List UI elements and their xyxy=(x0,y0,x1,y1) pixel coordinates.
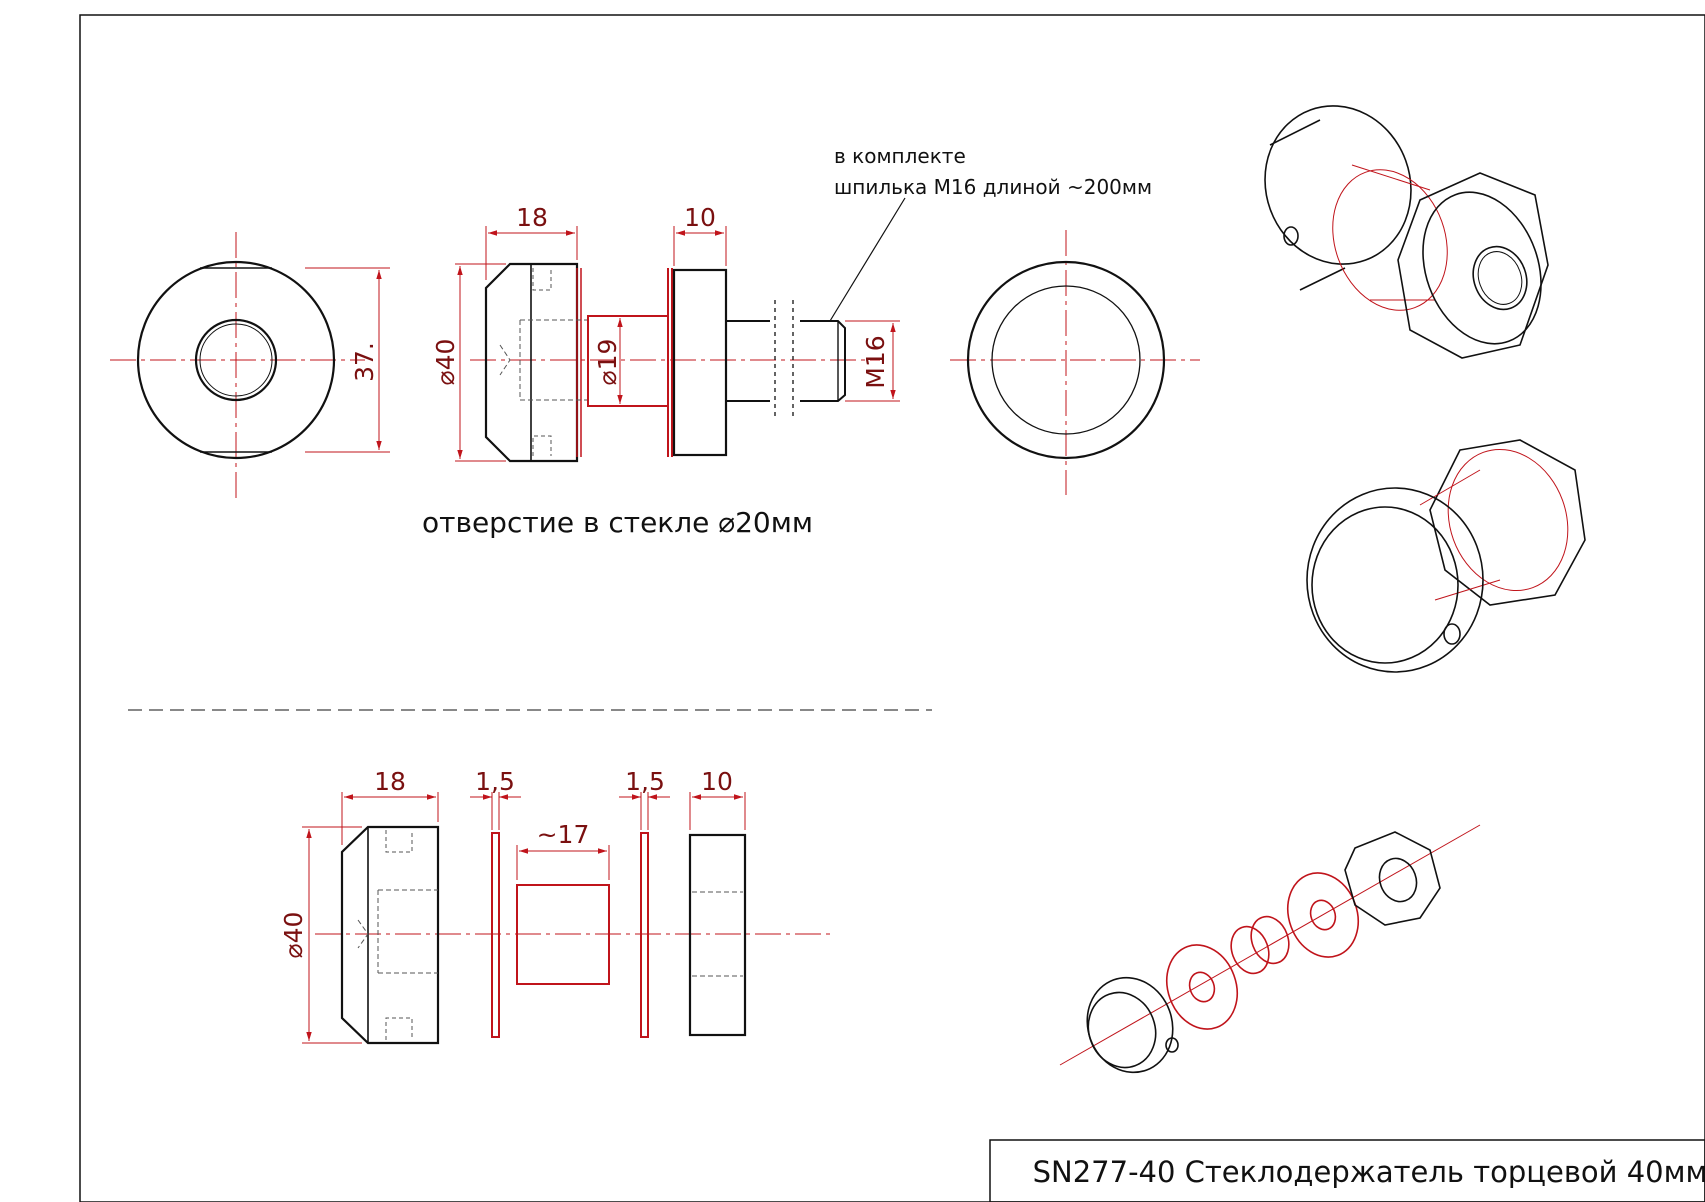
isometric-view-back xyxy=(1264,105,1549,359)
dim-exp-spacer: ~17 xyxy=(537,820,590,849)
drawing-title: SN277-40 Стеклодержатель торцевой 40мм xyxy=(1033,1155,1705,1189)
kit-note-line2: шпилька М16 длиной ~200мм xyxy=(834,175,1152,199)
exploded-side-view: 18 1,5 1,5 10 ~17 ⌀40 xyxy=(279,767,830,1045)
title-block xyxy=(989,1139,1705,1202)
dim-side-dia-spacer: ⌀19 xyxy=(593,339,622,386)
glass-hole-caption: отверстие в стекле ⌀20мм xyxy=(422,506,813,539)
side-view: 18 10 ⌀40 ⌀19 M16 xyxy=(431,197,906,463)
isometric-view-front xyxy=(1306,439,1586,673)
dim-exp-width-cap: 18 xyxy=(374,767,406,796)
rear-view xyxy=(950,230,1200,495)
dim-exp-washer2: 1,5 xyxy=(625,767,665,796)
dim-front-height: 37. xyxy=(350,342,379,382)
sheet-frame xyxy=(79,14,1705,1202)
dim-exp-dia-cap: ⌀40 xyxy=(279,912,308,959)
front-view: 37. xyxy=(110,232,390,498)
dim-side-thread: M16 xyxy=(861,335,890,388)
dim-exp-washer1: 1,5 xyxy=(475,767,515,796)
dim-side-dia-cap: ⌀40 xyxy=(431,339,460,386)
dim-exp-width-nut: 10 xyxy=(701,767,733,796)
dim-side-width-nut: 10 xyxy=(684,203,716,232)
exploded-isometric-view xyxy=(1059,824,1481,1074)
kit-note-line1: в комплекте xyxy=(834,144,966,168)
dim-side-width-cap: 18 xyxy=(516,203,548,232)
